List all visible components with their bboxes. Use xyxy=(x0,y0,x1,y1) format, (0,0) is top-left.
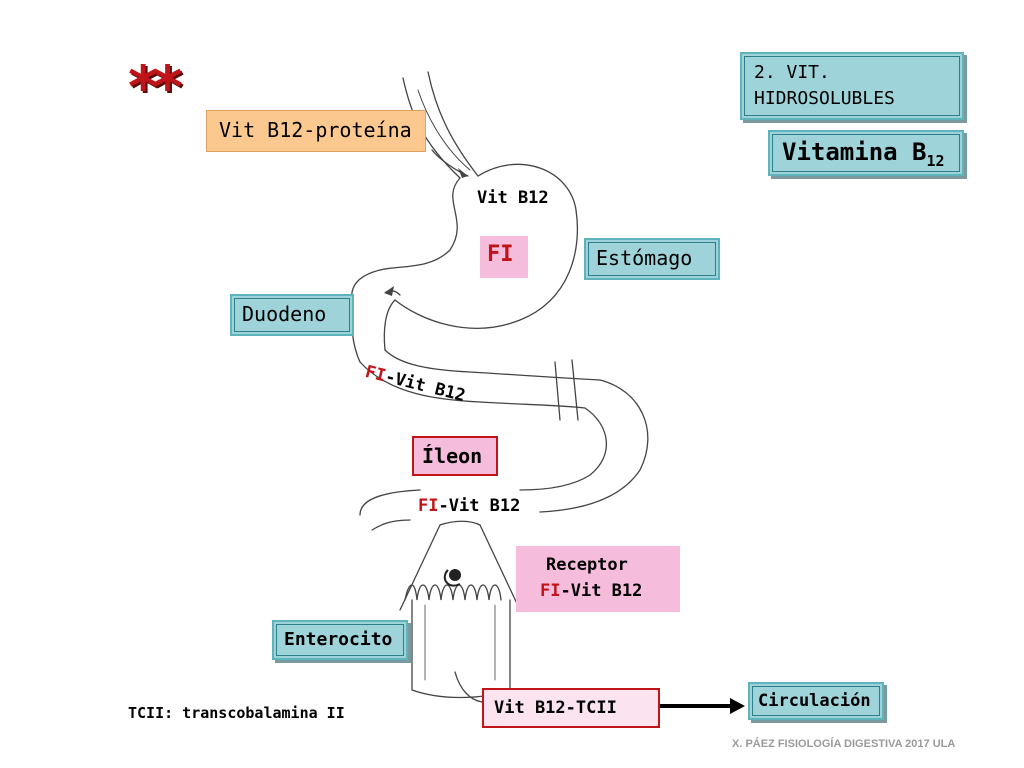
receptor-label: Receptor FI-Vit B12 xyxy=(516,546,680,612)
ileon-label: Íleon xyxy=(412,436,498,476)
title-main: Vitamina B xyxy=(782,138,927,166)
section-label-line2: HIDROSOLUBLES xyxy=(754,88,895,109)
page-title: Vitamina B12 xyxy=(768,130,964,176)
section-label: 2. VIT. HIDROSOLUBLES xyxy=(740,52,964,120)
receptor-fi: FI xyxy=(540,581,561,601)
vit-b12-proteina-label: Vit B12-proteína xyxy=(206,110,426,152)
receptor-vit-b12: -Vit B12 xyxy=(560,581,643,601)
section-label-line1: 2. VIT. xyxy=(754,62,830,83)
fi-vit-b12-ileon-label: FI-Vit B12 xyxy=(418,496,520,516)
asterisks-icon: ** xyxy=(128,53,183,121)
estomago-label: Estómago xyxy=(584,238,720,280)
fi-label: FI xyxy=(480,236,528,278)
receptor-line1: Receptor xyxy=(546,555,628,575)
tcii-note: TCII: transcobalamina II xyxy=(128,704,345,722)
vit-b12-stomach-label: Vit B12 xyxy=(477,188,549,208)
vit-b12-tcii-label: Vit B12-TCII xyxy=(482,688,660,728)
receptor-line2: FI-Vit B12 xyxy=(524,578,672,604)
enterocito-label: Enterocito xyxy=(272,620,408,660)
circulacion-label: Circulación xyxy=(748,682,884,720)
footer-credit: X. PÁEZ FISIOLOGÍA DIGESTIVA 2017 ULA xyxy=(732,738,956,750)
fi-ileon: FI xyxy=(418,496,439,516)
vit-b12-ileon: -Vit B12 xyxy=(438,496,521,516)
duodeno-label: Duodeno xyxy=(230,294,354,336)
title-sub: 12 xyxy=(926,151,945,170)
